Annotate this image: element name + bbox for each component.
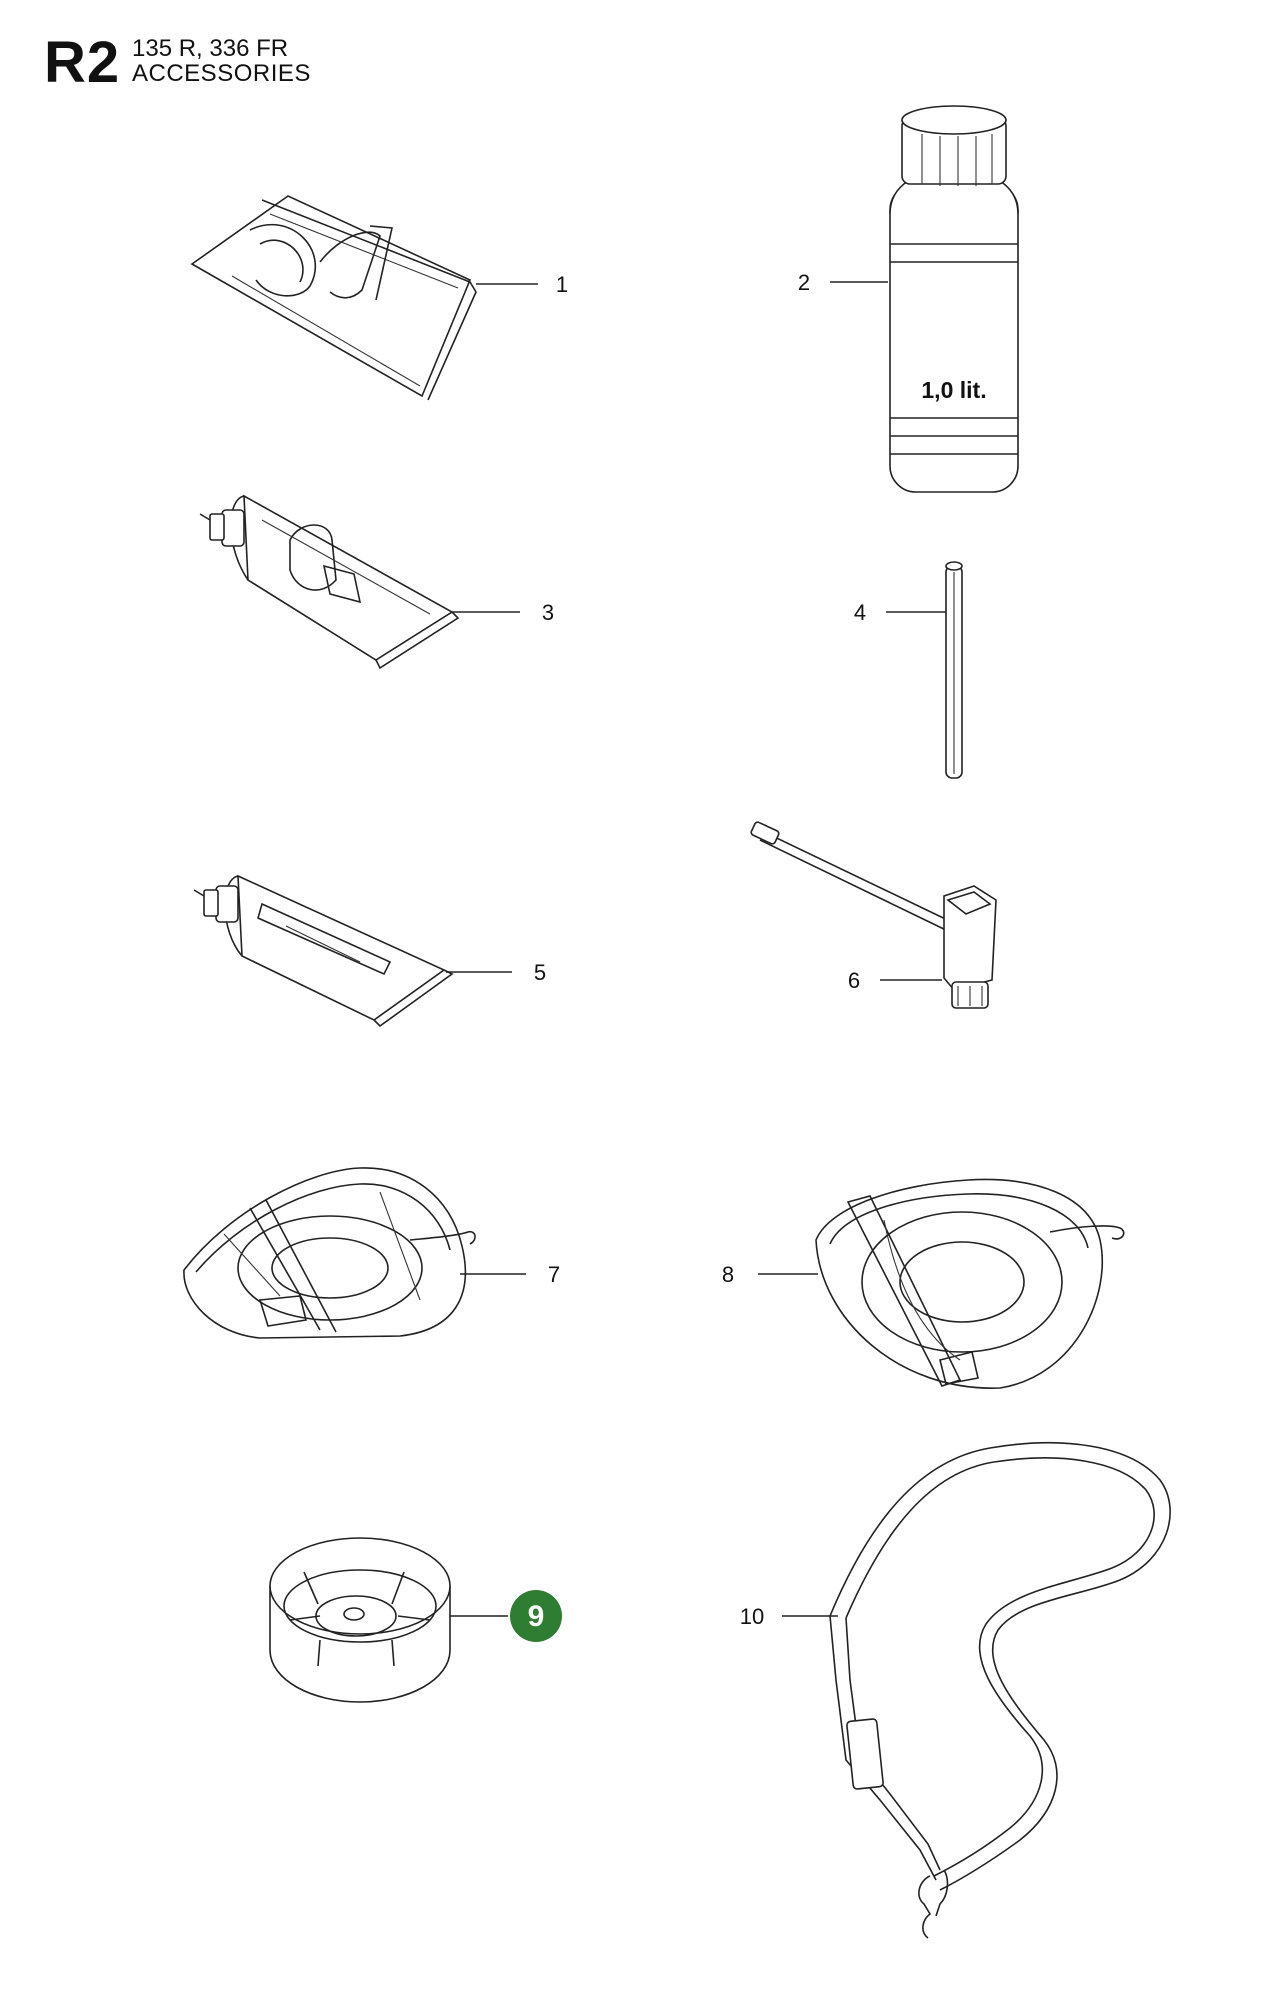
part-3-grease-tube[interactable] [199,494,460,670]
part-8-trimmer-guard[interactable] [815,1178,1125,1389]
part-10-harness-strap[interactable] [829,1441,1171,1939]
part-4-pin[interactable] [945,561,963,779]
callout-9-badge [510,1590,562,1642]
part-5-grease-tube[interactable] [193,874,454,1028]
callout-10[interactable]: 10 [740,1604,764,1629]
leader-lines [446,281,946,1617]
callout-1[interactable]: 1 [556,272,568,297]
callout-9-highlight[interactable]: 9 [510,1590,562,1642]
callout-8[interactable]: 8 [722,1262,734,1287]
part-7-blade-guard[interactable] [183,1167,476,1339]
part-1-carrying-bag[interactable] [190,195,477,401]
section-title: ACCESSORIES [132,60,311,87]
callout-2[interactable]: 2 [798,270,810,295]
part-2-oil-bottle[interactable]: 1,0 lit. [889,105,1019,493]
part-6-combination-spanner[interactable] [750,821,997,1009]
callout-9[interactable]: 9 [528,1600,545,1633]
model-list: 135 R, 336 FR [132,35,289,62]
callout-3[interactable]: 3 [542,600,554,625]
callout-6[interactable]: 6 [848,968,860,993]
callout-7[interactable]: 7 [548,1262,560,1287]
diagram-code: R2 [44,30,121,95]
bottle-label: 1,0 lit. [921,377,986,403]
callout-4[interactable]: 4 [854,600,866,625]
part-9-support-cup[interactable] [269,1537,451,1703]
callout-5[interactable]: 5 [534,960,546,985]
